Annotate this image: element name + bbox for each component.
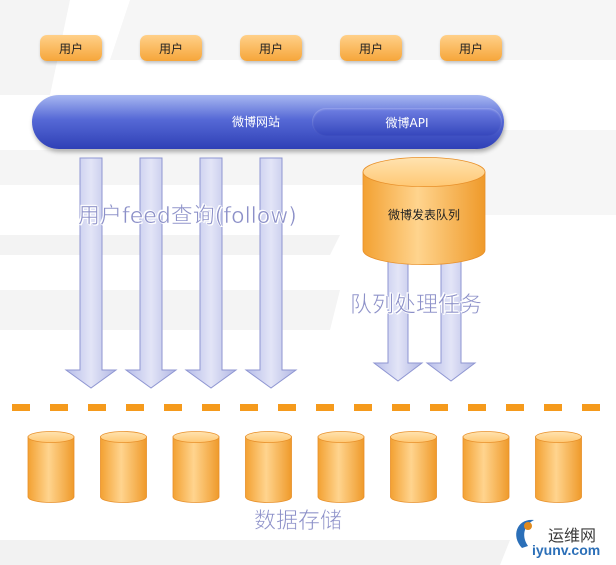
dash-segment bbox=[468, 404, 486, 411]
weibo-api-pill: 微博API bbox=[312, 108, 502, 136]
queue-task-label: 队列处理任务 bbox=[350, 293, 483, 319]
query-arrow-4 bbox=[244, 157, 298, 389]
database-cylinder-3 bbox=[172, 431, 220, 503]
database-cylinder-4 bbox=[245, 431, 292, 503]
dash-segment bbox=[12, 404, 30, 411]
dash-segment bbox=[316, 404, 334, 411]
dash-segment bbox=[240, 404, 258, 411]
queue-task-arrow-2 bbox=[425, 259, 477, 382]
database-cylinder-2 bbox=[100, 431, 147, 503]
database-cylinder-8 bbox=[535, 431, 582, 503]
dash-segment bbox=[392, 404, 410, 411]
query-arrow-3 bbox=[184, 157, 238, 389]
database-cylinder-5 bbox=[317, 431, 365, 503]
query-arrow-1 bbox=[64, 157, 118, 389]
publish-queue-cylinder bbox=[362, 156, 486, 266]
dash-segment bbox=[50, 404, 68, 411]
user-box-3: 用户 bbox=[240, 35, 302, 61]
dash-segment bbox=[164, 404, 182, 411]
weibo-site-label: 微博网站 bbox=[232, 115, 281, 129]
query-arrow-2 bbox=[124, 157, 178, 389]
dash-segment bbox=[126, 404, 144, 411]
queue-task-arrow-1 bbox=[372, 259, 424, 382]
dash-segment bbox=[506, 404, 524, 411]
dash-segment bbox=[88, 404, 106, 411]
dash-segment bbox=[582, 404, 600, 411]
dash-segment bbox=[278, 404, 296, 411]
user-box-4: 用户 bbox=[340, 35, 402, 61]
dash-segment bbox=[202, 404, 220, 411]
database-cylinder-1 bbox=[27, 431, 75, 503]
dash-segment bbox=[354, 404, 372, 411]
watermark-name: 运维网 bbox=[548, 526, 597, 545]
watermark-url: iyunv.com bbox=[532, 542, 601, 558]
user-box-5: 用户 bbox=[440, 35, 502, 61]
user-box-1: 用户 bbox=[40, 35, 102, 61]
feed-query-label: 用户feed查询(follow) bbox=[78, 204, 297, 230]
database-cylinder-7 bbox=[462, 431, 510, 503]
database-cylinder-6 bbox=[390, 431, 437, 503]
dash-segment bbox=[544, 404, 562, 411]
user-box-2: 用户 bbox=[140, 35, 202, 61]
dash-segment bbox=[430, 404, 448, 411]
data-storage-label: 数据存储 bbox=[254, 509, 343, 535]
publish-queue-label: 微博发表队列 bbox=[387, 208, 460, 222]
